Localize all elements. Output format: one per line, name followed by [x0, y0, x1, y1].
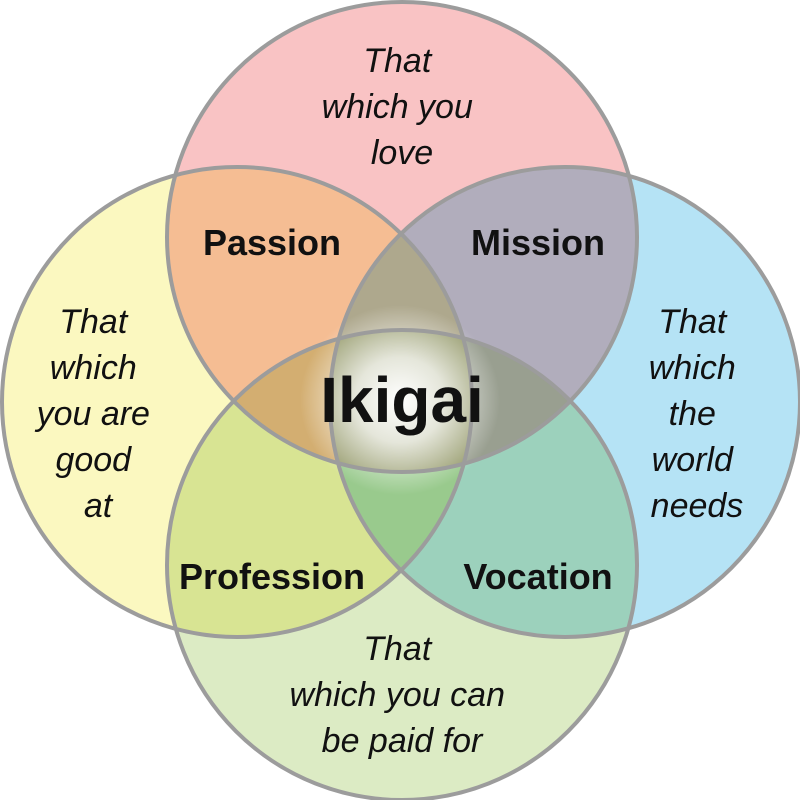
mission-label: Mission — [471, 222, 605, 263]
center-glow — [300, 305, 500, 495]
profession-label: Profession — [179, 556, 365, 597]
paid-for-text: That which you can be paid for — [290, 630, 515, 760]
love-text: That which you love — [322, 42, 483, 172]
passion-label: Passion — [203, 222, 341, 263]
world-needs-text: That which the world needs — [649, 303, 745, 525]
vocation-label: Vocation — [463, 556, 612, 597]
ikigai-label: Ikigai — [320, 364, 484, 436]
good-at-text: That which you are good at — [35, 303, 160, 525]
circle-paid-for — [167, 330, 637, 800]
